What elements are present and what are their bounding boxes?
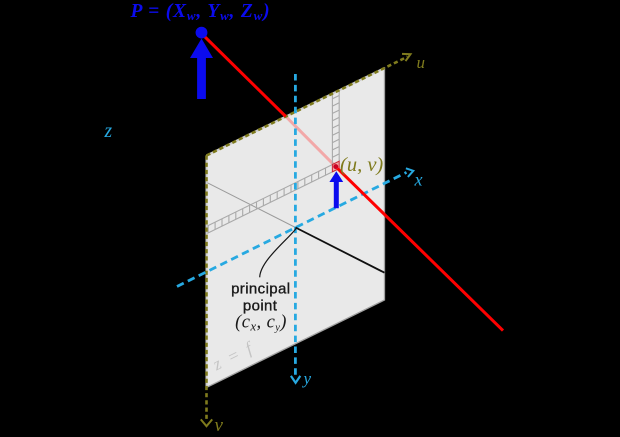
svg-text:y: y: [302, 369, 312, 388]
svg-text:principal: principal: [231, 281, 290, 298]
svg-text:(cx, cy): (cx, cy): [235, 313, 287, 334]
svg-text:x: x: [414, 170, 423, 190]
svg-text:z: z: [104, 121, 113, 142]
svg-text:v: v: [215, 415, 224, 436]
svg-text:P = (Xw, Yw, Zw): P = (Xw, Yw, Zw): [130, 1, 271, 23]
svg-text:u: u: [417, 53, 426, 72]
svg-text:(u, v): (u, v): [340, 154, 383, 176]
svg-text:point: point: [243, 298, 278, 315]
